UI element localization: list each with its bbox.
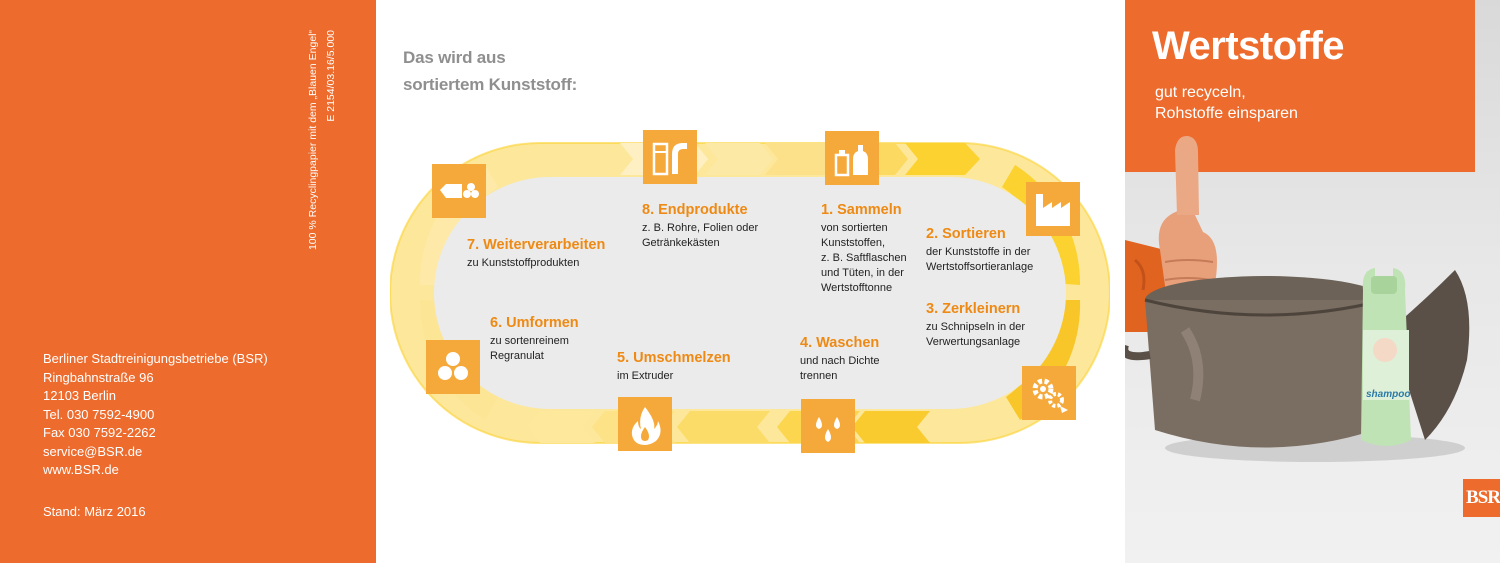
recycling-cycle-diagram bbox=[390, 142, 1110, 444]
section-heading: Das wird aus sortiertem Kunststoff: bbox=[403, 48, 578, 94]
fax: Fax 030 7592-2262 bbox=[43, 425, 156, 440]
gears-icon bbox=[1022, 366, 1076, 420]
cover-subtitle: gut recyceln, Rohstoffe einsparen bbox=[1155, 84, 1298, 122]
water-drops-icon bbox=[801, 399, 855, 453]
website-link[interactable]: www.BSR.de bbox=[43, 462, 119, 477]
date-stand: Stand: März 2016 bbox=[43, 504, 146, 519]
phone: Tel. 030 7592-4900 bbox=[43, 406, 155, 422]
address-block: Berliner Stadtreinigungsbetriebe (BSR) R… bbox=[43, 350, 268, 480]
street: Ringbahnstraße 96 bbox=[43, 369, 154, 385]
shampoo-label: shampoo bbox=[1366, 389, 1411, 400]
bottles-icon bbox=[825, 131, 879, 185]
pipes-icon bbox=[643, 130, 697, 184]
step-7: 7. Weiterverarbeiten zu Kunststoffproduk… bbox=[467, 237, 606, 269]
recycling-paper-note: 100 % Recyclingpapier mit dem „Blauen En… bbox=[307, 30, 319, 251]
extruder-icon bbox=[432, 164, 486, 218]
granulate-icon bbox=[426, 340, 480, 394]
city: 12103 Berlin bbox=[43, 388, 116, 403]
cover-panel: Wertstoffe gut recyceln, Rohstoffe einsp… bbox=[1125, 0, 1500, 563]
bsr-logo: BSR bbox=[1463, 479, 1500, 517]
step-5: 5. Umschmelzen im Extruder bbox=[617, 350, 731, 382]
print-code: E 2154/03.16/5.000 bbox=[325, 30, 337, 122]
org-name: Berliner Stadtreinigungsbetriebe (BSR) bbox=[43, 351, 268, 366]
email-link[interactable]: service@BSR.de bbox=[43, 443, 143, 459]
factory-icon bbox=[1026, 182, 1080, 236]
flame-icon bbox=[618, 397, 672, 451]
left-panel: 100 % Recyclingpapier mit dem „Blauen En… bbox=[0, 0, 376, 563]
cover-title: Wertstoffe bbox=[1152, 24, 1345, 68]
thumbs-up-pot-photo bbox=[1125, 135, 1470, 462]
print-note: 100 % Recyclingpapier mit dem „Blauen En… bbox=[307, 30, 345, 290]
